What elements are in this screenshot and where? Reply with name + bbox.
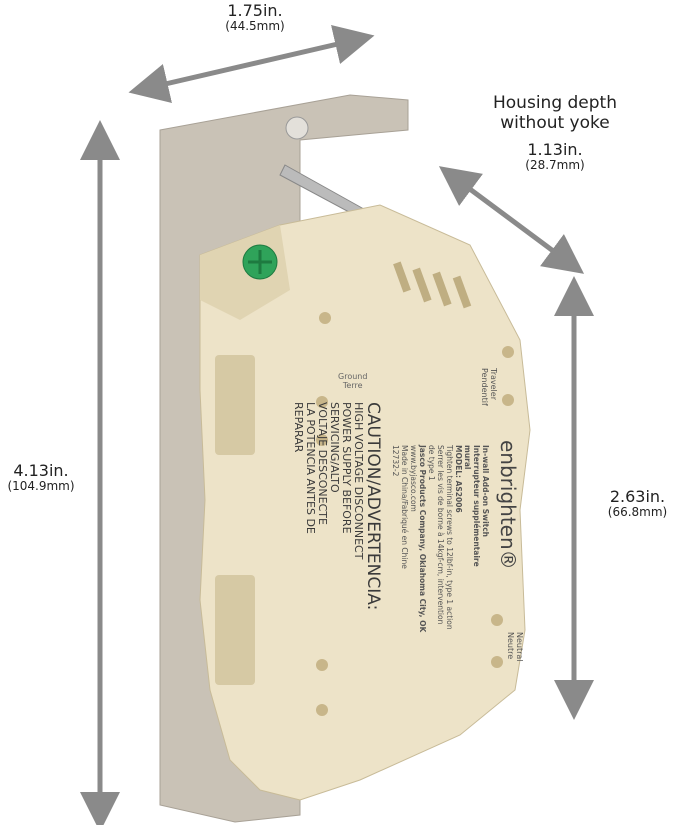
neutral-label: Neutral Neutre (506, 632, 524, 662)
housing-depth-metric: (28.7mm) (525, 158, 585, 173)
housing-depth-dimension: Housing depth without yoke 1.13in. (28.7… (470, 93, 640, 173)
switch-housing (199, 204, 531, 801)
housing-height-value: 2.63in. (609, 487, 666, 506)
product-line: de type 1 (427, 445, 436, 481)
height-metric: (104.9mm) (7, 479, 75, 494)
width-dimension: 1.75in. (44.5mm) (200, 1, 310, 34)
terminal-holes (316, 312, 514, 716)
traveler-label: Traveler Pendentif (480, 368, 498, 406)
height-value: 4.13in. (13, 461, 69, 480)
caution-line: CAUTION/ADVERTENCIA: (363, 402, 383, 611)
neutral-label-fr: Neutre (506, 632, 515, 660)
top-screw (285, 116, 309, 140)
width-value: 1.75in. (227, 1, 283, 20)
caution-line: POWER SUPPLY BEFORE (340, 402, 353, 534)
traveler-label-en: Traveler (489, 368, 498, 400)
product-line: Tighten terminal screws to 12lbf-in, typ… (445, 445, 454, 630)
caution-line: REPARAR (292, 402, 305, 453)
neutral-label-en: Neutral (515, 632, 524, 662)
ground-label-fr: Terre (342, 381, 363, 391)
ground-label-en: Ground (338, 372, 368, 381)
vents (393, 261, 472, 309)
product-info: In-wall Add-on Switch Interrupteur suppl… (391, 445, 490, 632)
housing-height-metric: (66.8mm) (607, 505, 668, 520)
product-line: Serrer les vis de borne à 14kgf-cm, inte… (436, 445, 445, 625)
product-line: Made in China/Fabriqué en Chine (400, 445, 409, 569)
housing-depth-title-2: without yoke (500, 112, 610, 133)
width-arrow (128, 25, 375, 103)
ground-label: Ground Terre (338, 372, 367, 390)
product-line: 12732-2 (391, 445, 400, 477)
product-line: In-wall Add-on Switch (481, 445, 490, 538)
product-line: MODEL: AS2006 (454, 445, 463, 513)
traveler-label-fr: Pendentif (480, 368, 489, 406)
caution-line: LA POTENCIA ANTES DE (304, 402, 317, 534)
depth-arrow (438, 166, 585, 274)
housing-height-dimension: 2.63in. (66.8mm) (596, 487, 679, 520)
product-line: Jasco Products Company, Oklahoma City, O… (418, 445, 427, 633)
product-line: www.byjasco.com (409, 445, 418, 512)
caution-line: SERVICING/ALTO (328, 402, 341, 493)
height-dimension: 4.13in. (104.9mm) (0, 461, 82, 494)
housing-depth-title-1: Housing depth (493, 93, 617, 113)
housing-depth-value: 1.13in. (527, 140, 583, 160)
width-metric: (44.5mm) (225, 19, 285, 34)
product-line: Interrupteur supplémentaire (472, 445, 481, 567)
caution-warning: CAUTION/ADVERTENCIA: HIGH VOLTAGE DISCON… (292, 402, 383, 611)
caution-line: VOLTAJE DESCONECTE (316, 402, 329, 525)
product-line: mural (463, 445, 472, 470)
brand-logo: enbrighten® (496, 440, 520, 570)
